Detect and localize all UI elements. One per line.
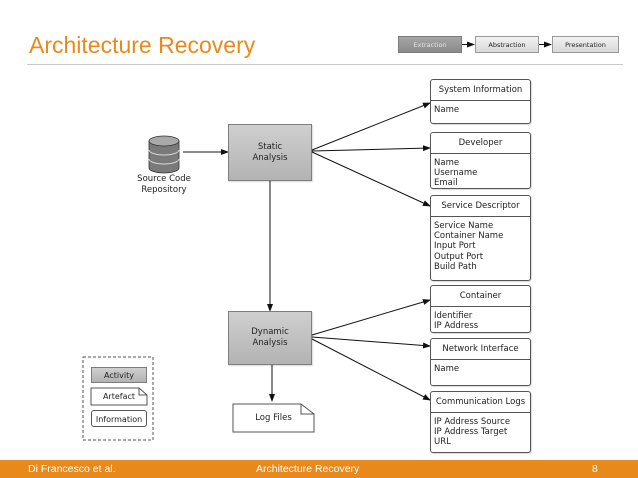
box-communication-logs: Communication Logs IP Address Source IP … bbox=[430, 391, 531, 453]
box-field: Output Port bbox=[434, 251, 484, 262]
source-code-repository-label: Source Code Repository bbox=[137, 174, 191, 195]
edge-static-developer bbox=[311, 145, 431, 152]
legend-artefact-shape bbox=[90, 387, 148, 406]
edge-dynamic-container bbox=[311, 299, 431, 336]
box-field: IP Address Target bbox=[434, 427, 508, 438]
legend-information: Information bbox=[91, 410, 147, 427]
static-analysis-label: Static Analysis bbox=[252, 141, 288, 163]
dynamic-analysis-node: Dynamic Analysis bbox=[228, 311, 312, 365]
static-analysis-node: Static Analysis bbox=[228, 124, 312, 181]
box-field: IP Address Source bbox=[434, 417, 511, 427]
slide-title: Architecture Recovery bbox=[29, 32, 256, 58]
box-developer: Developer Name Username Email bbox=[430, 132, 531, 189]
footer-authors: Di Francesco et al. bbox=[28, 463, 116, 475]
box-field: Input Port bbox=[434, 241, 476, 252]
box-title: Developer bbox=[431, 133, 530, 154]
box-field: Username bbox=[434, 168, 478, 179]
box-field: Service Name bbox=[434, 221, 494, 231]
box-system-information: System Information Name bbox=[430, 79, 531, 124]
box-field: Name bbox=[434, 105, 460, 115]
title-divider bbox=[27, 64, 623, 65]
box-title: Service Descriptor bbox=[431, 196, 530, 217]
footer-page-number: 8 bbox=[592, 463, 598, 475]
box-field: Build Path bbox=[434, 261, 477, 272]
legend-activity: Activity bbox=[91, 367, 147, 383]
box-container: Container Identifier IP Address bbox=[430, 285, 531, 333]
pipeline-step-abstraction: Abstraction bbox=[475, 36, 539, 53]
box-field: Name bbox=[434, 364, 460, 374]
box-service-descriptor: Service Descriptor Service Name Containe… bbox=[430, 195, 531, 281]
footer-bar: Di Francesco et al. Architecture Recover… bbox=[0, 460, 638, 478]
log-files-label: Log Files bbox=[255, 413, 292, 423]
legend-frame bbox=[82, 356, 154, 441]
box-title: Communication Logs bbox=[431, 392, 530, 413]
box-title: Network Interface bbox=[431, 339, 530, 360]
pipeline-step-presentation: Presentation bbox=[552, 36, 619, 53]
edge-dynamic-commlogs bbox=[311, 338, 431, 401]
dynamic-analysis-label: Dynamic Analysis bbox=[251, 327, 289, 348]
box-field: Email bbox=[434, 178, 458, 189]
box-field: URL bbox=[434, 437, 451, 448]
footer-topic: Architecture Recovery bbox=[256, 463, 360, 475]
edge-static-service bbox=[311, 151, 431, 207]
box-title: System Information bbox=[431, 80, 530, 101]
pipeline-step-extraction: Extraction bbox=[398, 36, 462, 53]
database-icon bbox=[148, 135, 180, 174]
box-field: IP Address bbox=[434, 321, 479, 332]
box-field: Identifier bbox=[434, 311, 473, 321]
legend-artefact: Artefact bbox=[102, 392, 136, 401]
box-field: Container Name bbox=[434, 231, 504, 242]
box-title: Container bbox=[431, 286, 530, 307]
box-field: Name bbox=[434, 158, 460, 168]
edge-dynamic-network bbox=[311, 336, 431, 349]
edge-static-sysinfo bbox=[311, 102, 431, 151]
logfiles-shape bbox=[232, 403, 315, 433]
box-network-interface: Network Interface Name bbox=[430, 338, 531, 386]
